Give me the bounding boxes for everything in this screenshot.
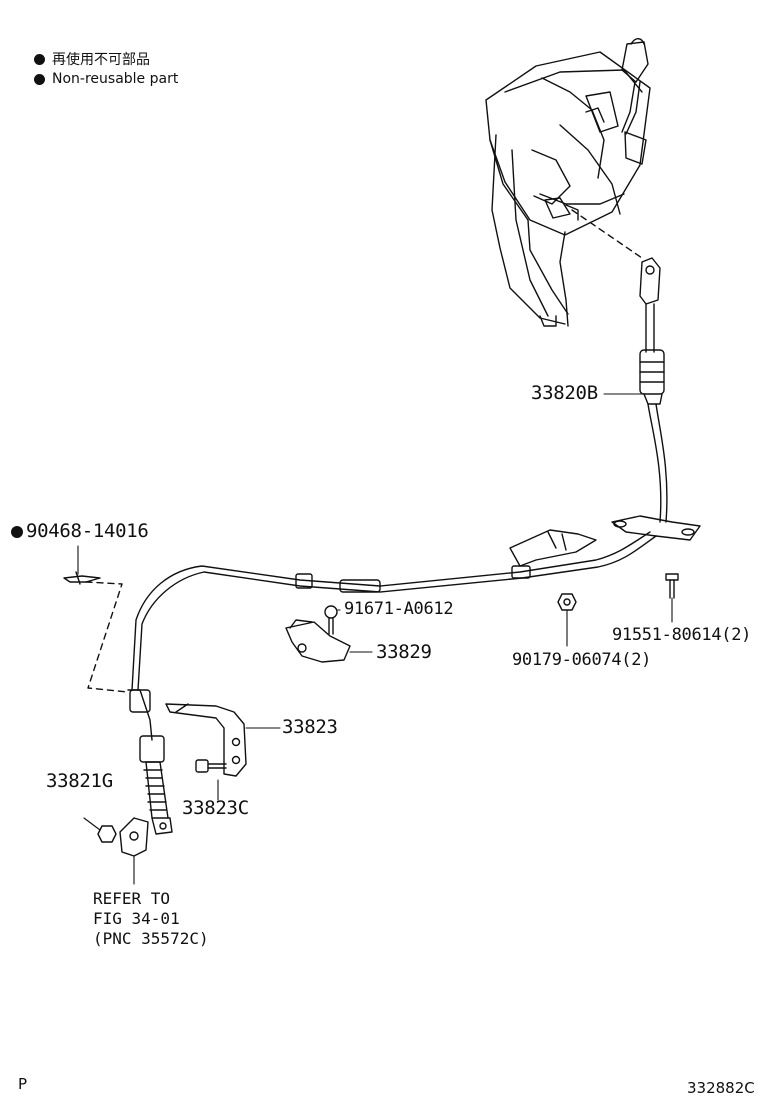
filled-circle-icon (11, 525, 23, 538)
legend-english: Non-reusable part (34, 71, 178, 87)
filled-circle-icon (34, 53, 45, 65)
cable-lower-end (127, 689, 173, 835)
cable-upper-end (639, 257, 668, 523)
shift-lever-housing (485, 38, 651, 327)
part-label-33829: 33829 (376, 641, 432, 663)
reference-line-2: FIG 34-01 (93, 909, 180, 928)
reference-line-3: (PNC 35572C) (93, 929, 209, 948)
bracket-33823 (165, 703, 247, 777)
part-label-90179: 90179-06074(2) (512, 650, 652, 670)
shift-cable (131, 531, 657, 691)
bracket-33829 (285, 619, 351, 663)
part-label-91671: 91671-A0612 (344, 599, 454, 619)
clip-90468 (63, 571, 101, 585)
page-letter: P (18, 1075, 28, 1093)
lower-clip-plate (119, 817, 149, 857)
figure-code: 332882C (687, 1079, 755, 1097)
leader-clip-to-cable (85, 581, 129, 693)
leader-lines (77, 393, 673, 885)
legend-english-text: Non-reusable part (52, 71, 179, 87)
legend-japanese: 再使用不可部品 (34, 49, 150, 69)
part-label-33823: 33823 (282, 716, 338, 738)
part-label-33820b: 33820B (531, 382, 598, 404)
part-label-33821g: 33821G (46, 770, 113, 792)
reference-line-1: REFER TO (93, 889, 171, 908)
cable-clip-bracket (509, 529, 597, 567)
part-label-33823c: 33823C (182, 797, 249, 819)
part-label-91551: 91551-80614(2) (612, 625, 752, 645)
part-label-90468: 90468-14016 (11, 522, 149, 541)
legend-japanese-text: 再使用不可部品 (52, 52, 150, 68)
filled-circle-icon (34, 73, 45, 85)
cable-mounting-plate (611, 515, 701, 541)
fasteners (97, 573, 679, 843)
leader-housing-to-cable (571, 209, 643, 259)
part-number-90468: 90468-14016 (26, 520, 149, 542)
